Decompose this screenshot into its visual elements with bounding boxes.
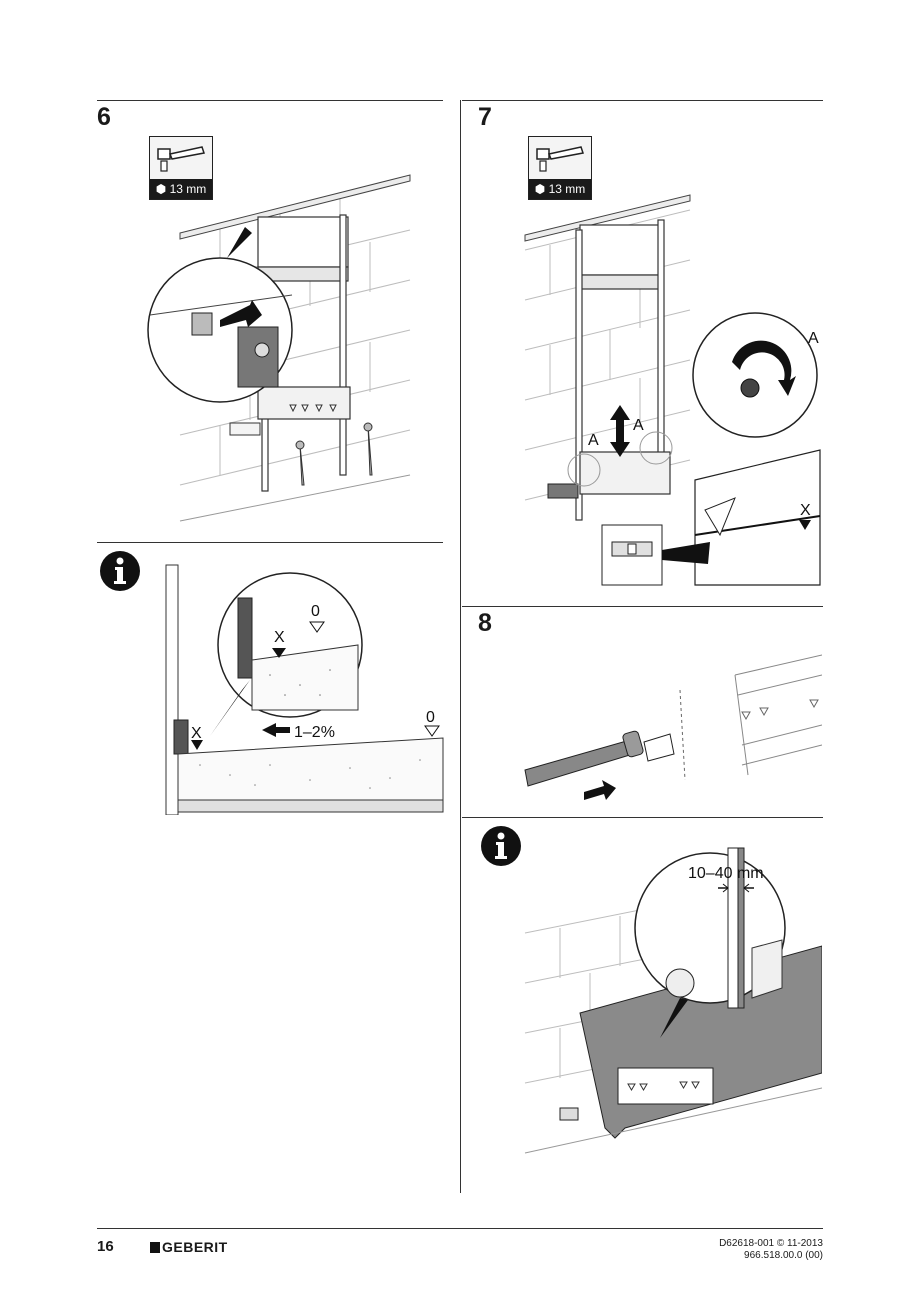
brand-square-icon (150, 1242, 160, 1253)
step6-tool-size-text: 13 mm (169, 182, 207, 196)
info-icon (99, 550, 141, 592)
info1-zoom-x-label: X (274, 629, 285, 646)
info1-floor-slope-illustration: X 1–2% 0 X 0 (160, 560, 445, 815)
info2-cladding-gap-illustration: 10–40 mm (520, 838, 822, 1168)
step7-tool-size: ⬢ 13 mm (529, 179, 591, 199)
brand-name: GEBERIT (162, 1239, 228, 1255)
step7-top-rule (462, 100, 823, 101)
step-8-number: 8 (478, 609, 492, 637)
socket-wrench-icon (150, 137, 212, 179)
info1-zoom-zero-label: 0 (311, 603, 320, 620)
info2-gap-label: 10–40 mm (688, 865, 764, 882)
step-6-number: 6 (97, 103, 111, 131)
info1-x-label: X (191, 725, 202, 742)
step7-a-right: A (633, 417, 644, 434)
step6-tool-tag: ⬢ 13 mm (149, 136, 213, 200)
step7-illustration: A A A X (520, 180, 822, 588)
page-number: 16 (97, 1238, 114, 1255)
info1-zero-label: 0 (426, 709, 435, 726)
step7-zoom-a-label: A (808, 330, 819, 347)
step7-bottom-rule (462, 606, 823, 607)
info-icon (480, 825, 522, 867)
step6-top-rule (97, 100, 443, 101)
column-divider (460, 100, 461, 1193)
brand-logo: GEBERIT (150, 1239, 228, 1255)
article-code: 966.518.00.0 (00) (744, 1250, 823, 1261)
info1-slope-label: 1–2% (294, 724, 335, 741)
step8-illustration (520, 650, 822, 805)
doc-code: D62618-001 © 11-2013 (719, 1238, 823, 1249)
step7-a-left: A (588, 432, 599, 449)
step7-x-label: X (800, 502, 811, 519)
step8-bottom-rule (462, 817, 823, 818)
socket-wrench-icon (529, 137, 591, 179)
footer-rule (97, 1228, 823, 1229)
step6-bottom-rule (97, 542, 443, 543)
step7-tool-tag: ⬢ 13 mm (528, 136, 592, 200)
step6-tool-size: ⬢ 13 mm (150, 179, 212, 199)
step-7-number: 7 (478, 103, 492, 131)
step7-tool-size-text: 13 mm (548, 182, 586, 196)
step6-illustration (140, 155, 440, 530)
